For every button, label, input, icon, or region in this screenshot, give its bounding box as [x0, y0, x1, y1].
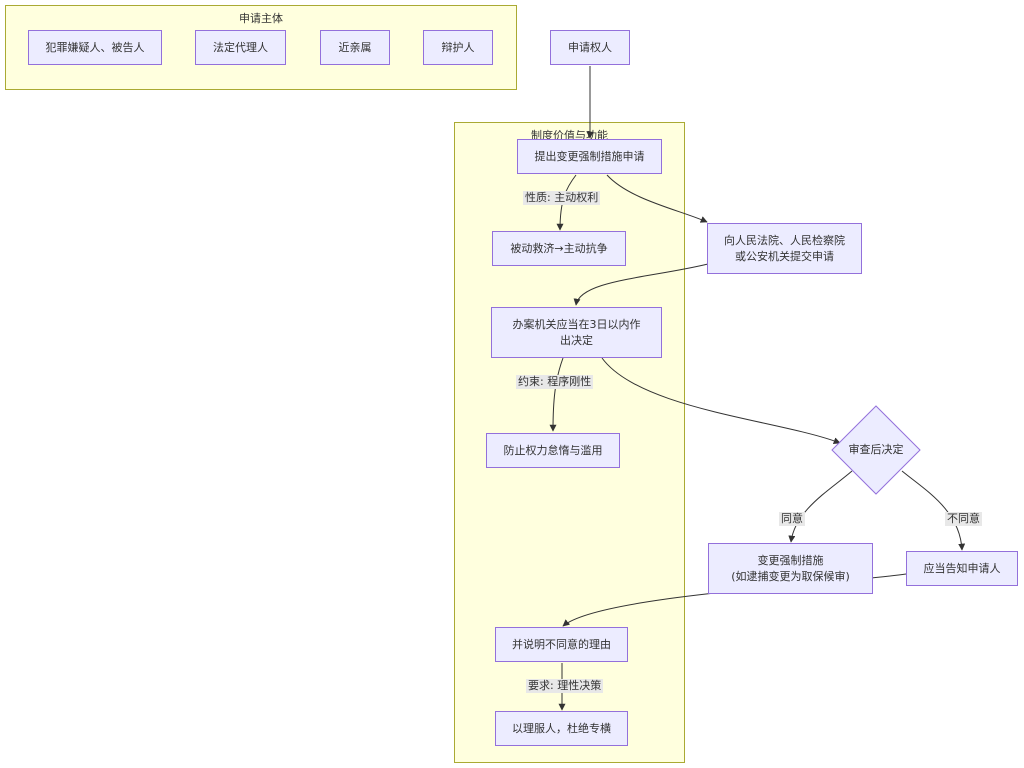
edge-decide3-prevent [549, 357, 564, 432]
edge-decide3-review [601, 357, 841, 445]
edge-label-disagree: 不同意 [945, 512, 982, 526]
node-review: 审查后决定 [848, 443, 904, 456]
node-suspect: 犯罪嫌疑人、被告人 [28, 30, 162, 65]
edge-apply-submit [606, 174, 708, 223]
node-legal-rep: 法定代理人 [195, 30, 286, 65]
node-relatives: 近亲属 [320, 30, 390, 65]
node-apply: 提出变更强制措施申请 [517, 139, 662, 174]
review-diamond [831, 405, 921, 495]
node-reason: 并说明不同意的理由 [495, 627, 628, 662]
edge-label-constraint: 约束: 程序刚性 [516, 375, 594, 389]
subjects-cluster-title: 申请主体 [239, 12, 283, 25]
node-decide3: 办案机关应当在3日以内作 出决定 [491, 307, 662, 358]
node-notify: 应当告知申请人 [906, 551, 1018, 586]
node-prevent: 防止权力怠惰与滥用 [486, 433, 620, 468]
node-right: 申请权人 [550, 30, 630, 65]
edge-label-nature: 性质: 主动权利 [523, 191, 601, 205]
node-defender: 辩护人 [423, 30, 493, 65]
node-submit: 向人民法院、人民检察院 或公安机关提交申请 [707, 223, 862, 274]
node-change: 变更强制措施 (如逮捕变更为取保候审) [708, 543, 873, 594]
edge-review-notify [901, 470, 966, 551]
node-convince: 以理服人，杜绝专横 [495, 711, 628, 746]
edge-label-requirement: 要求: 理性决策 [526, 679, 604, 693]
edge-label-agree: 同意 [779, 512, 805, 526]
node-active: 被动救济→主动抗争 [492, 231, 626, 266]
edge-submit-decide3 [573, 263, 709, 306]
edge-review-change [788, 470, 853, 543]
